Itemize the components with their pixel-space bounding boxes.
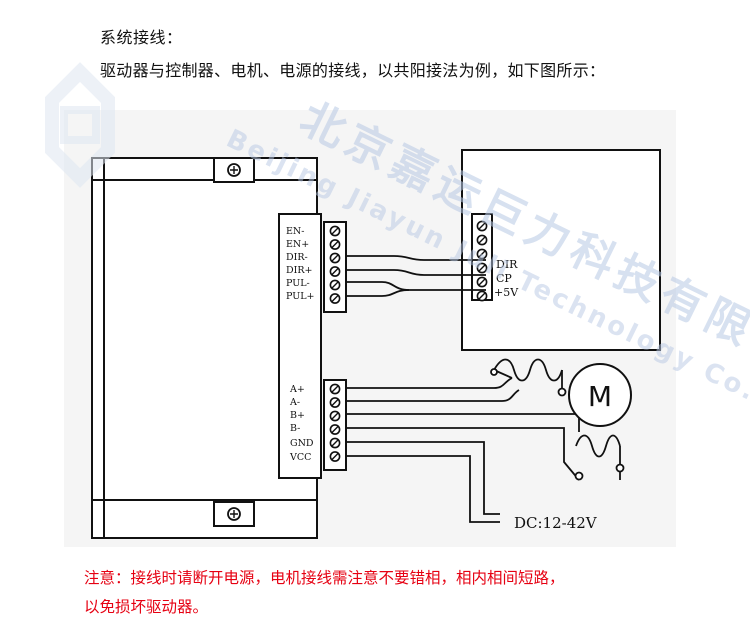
controller-terminal-screw-slot [478,236,486,244]
power-terminal-screw-slot [331,398,339,407]
signal-wires [346,255,486,297]
mount-hole-bottom [213,501,255,527]
signal-terminal-screw-slot [331,227,339,235]
terminal-label-a-minus: A- [289,397,300,408]
intro-text: 驱动器与控制器、电机、电源的接线，以共阳接法为例，如下图所示： [100,61,606,80]
controller-terminal-screw-slot [478,278,486,286]
warning-note-line1: 注意：接线时请断开电源，电机接线需注意不要错相，相内相间短路， [84,569,565,587]
warning-note: 注意：接线时请断开电源，电机接线需注意不要错相，相内相间短路， 以免损坏驱动器。 [84,564,684,622]
controller-terminal-screw-slot [478,250,486,258]
signal-terminal-screw-slot [331,294,339,303]
signal-terminal-block [323,221,347,313]
terminal-label-en-minus: EN- [286,226,304,237]
terminal-label-vcc: VCC [289,452,311,463]
motor-label: M [588,380,612,413]
motor-wires [346,358,625,481]
warning-note-line2: 以免损坏驱动器。 [84,598,209,616]
motor-symbol: M [568,363,632,427]
power-supply-label: DC:12-42V [514,514,598,532]
power-wires [346,441,500,523]
controller-label-dir: DIR [496,258,518,271]
section-heading: 系统接线： [100,28,183,47]
terminal-label-dir-minus: DIR- [286,252,308,263]
controller-terminal-screw-slot [478,264,486,272]
signal-terminal-screw-slot [331,281,339,289]
power-terminal-screw-slot [331,452,339,461]
terminal-label-a-plus: A+ [289,384,305,395]
terminal-label-b-plus: B+ [290,410,305,421]
power-terminal-screw-slot [331,439,339,447]
controller-label-cp: CP [496,272,512,285]
terminal-label-dir-plus: DIR+ [286,265,312,276]
terminal-label-b-minus: B- [290,423,300,434]
signal-terminal-screw-slot [331,267,339,276]
power-terminal-screw-slot [331,385,339,393]
terminal-label-gnd: GND [290,438,314,449]
controller-terminal-screw-slot [478,292,486,300]
driver-terminal-panel [278,213,322,479]
terminal-label-pul-minus: PUL- [286,278,310,289]
signal-terminal-screw-slot [331,254,339,262]
power-terminal-block [323,379,347,471]
controller-terminal-screw-slot [478,222,486,230]
wiring-diagram-svg: EN- EN+ DIR- DIR+ PUL- PUL+ A+ A- B+ B- … [91,149,661,539]
controller-label-5v: +5V [494,286,519,299]
wiring-diagram: EN- EN+ DIR- DIR+ PUL- PUL+ A+ A- B+ B- … [64,110,676,547]
terminal-label-pul-plus: PUL+ [286,291,315,302]
terminal-label-en-plus: EN+ [286,239,309,250]
controller-box [461,149,661,351]
signal-terminal-screw-slot [331,240,339,249]
power-terminal-screw-slot [331,412,339,420]
power-terminal-screw-slot [331,425,339,434]
mount-hole-top [213,157,255,183]
